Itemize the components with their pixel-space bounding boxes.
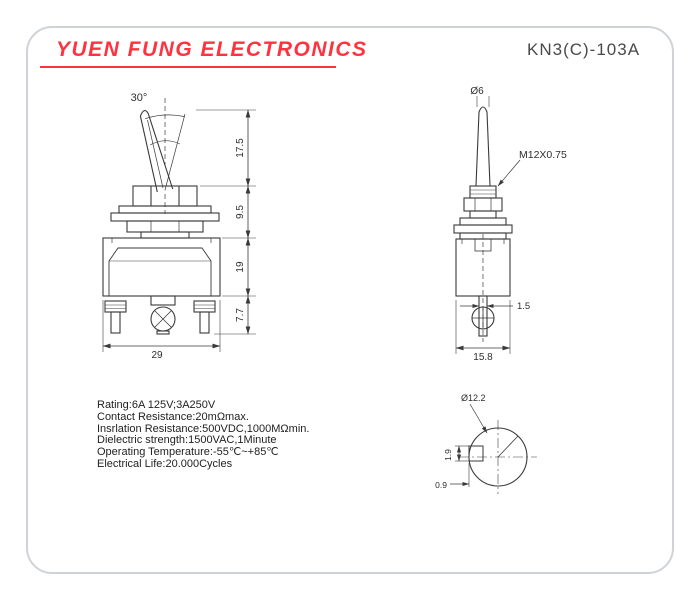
front-view-drawing: [102, 98, 256, 352]
dim-label-body-height: 19: [235, 261, 246, 273]
spec-line-rating: Rating:6A 125V;3A250V: [97, 399, 216, 411]
logo-underline: [40, 66, 336, 68]
dim-label-keyway-offset: 0.9: [435, 480, 447, 490]
dim-label-terminal-thickness: 1.5: [517, 301, 530, 312]
dim-label-tip-diameter: Ø6: [470, 86, 484, 97]
dim-label-lever-height: 17.5: [235, 138, 246, 158]
part-number: KN3(C)-103A: [527, 40, 641, 59]
spec-line-operating-temperature: Operating Temperature:-55℃~+85℃: [97, 446, 279, 459]
angle-label: 30°: [131, 92, 148, 104]
dim-label-keyway-height: 1.9: [443, 449, 453, 461]
dim-label-side-width: 15.8: [473, 352, 493, 363]
spec-line-insulation-resistance: Insrlation Resistance:500VDC,1000MΩmin.: [97, 422, 310, 435]
side-view-drawing: [453, 96, 521, 354]
detail-view-drawing: [450, 403, 537, 494]
dim-label-bushing-height: 9.5: [235, 205, 246, 219]
spec-line-dielectric-strength: Dielectric strength:1500VAC,1Minute: [97, 434, 277, 447]
dim-label-terminal-height: 7.7: [235, 308, 246, 322]
thread-spec-label: M12X0.75: [519, 149, 567, 161]
spec-line-contact-resistance: Contact Resistance:20mΩmax.: [97, 410, 249, 423]
spec-line-electrical-life: Electrical Life:20.000Cycles: [97, 457, 233, 470]
company-logo: YUEN FUNG ELECTRONICS: [56, 38, 368, 61]
specifications-block: Rating:6A 125V;3A250V Contact Resistance…: [97, 399, 310, 471]
dim-label-detail-diameter: Ø12.2: [461, 393, 486, 403]
dim-label-body-width: 29: [151, 350, 163, 361]
